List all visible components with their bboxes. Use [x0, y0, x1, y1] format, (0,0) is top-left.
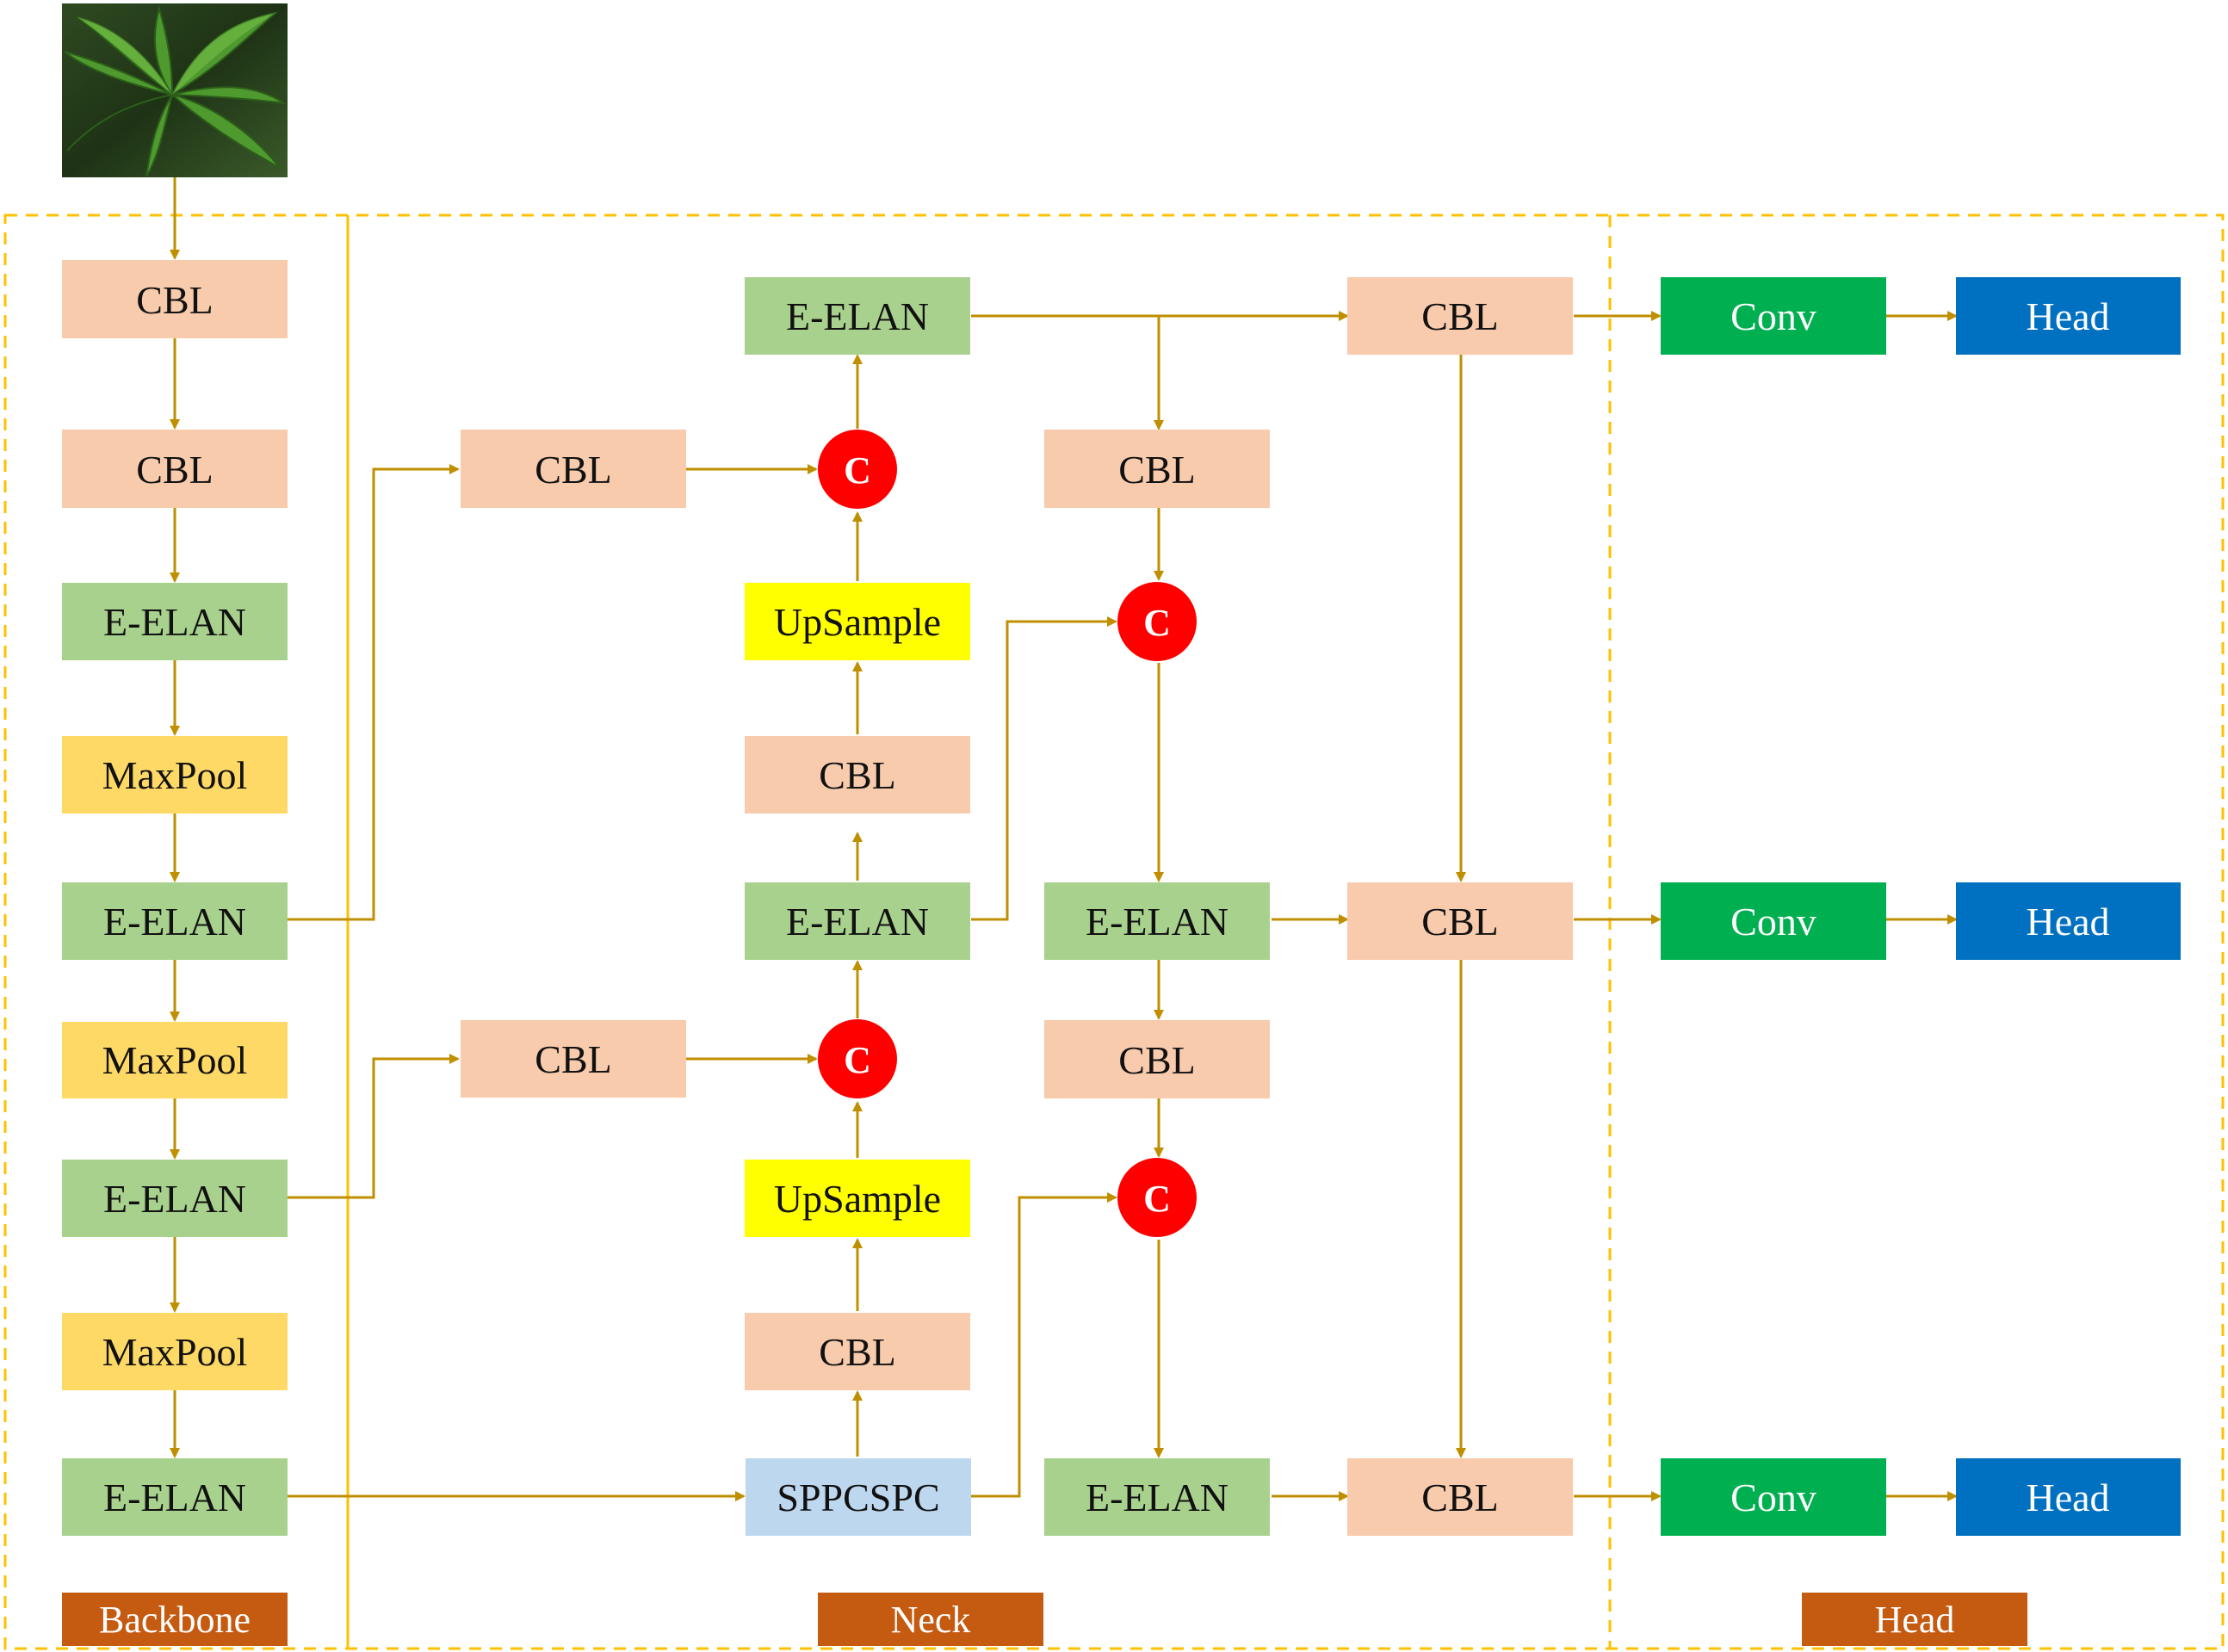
neck-section-label-text: Neck: [891, 1599, 971, 1641]
head-output-3-label: Head: [2026, 1476, 2109, 1519]
concat-node-3-label: C: [844, 1039, 871, 1081]
neck-eelan-mid: E-ELAN: [745, 882, 970, 960]
backbone-cbl-1: CBL: [62, 260, 288, 338]
backbone-eelan-3: E-ELAN: [62, 1160, 288, 1237]
neck-cbl-up-2: CBL: [745, 1313, 970, 1390]
head-conv-1-label: Conv: [1730, 294, 1816, 338]
neck-upsample-2: UpSample: [745, 1160, 970, 1237]
head-conv-1: Conv: [1661, 277, 1886, 355]
neck-cbl-lateral-1: CBL: [461, 430, 686, 508]
neck-eelan-right-2-label: E-ELAN: [1086, 1476, 1228, 1519]
backbone-eelan-2-label: E-ELAN: [103, 900, 246, 944]
neck-cbl-out-1: CBL: [1347, 277, 1573, 355]
concat-node-1: C: [818, 430, 897, 509]
neck-cbl-out-2: CBL: [1347, 882, 1573, 960]
backbone-maxpool-3-label: MaxPool: [102, 1330, 248, 1374]
neck-sppcspc: SPPCSPC: [746, 1458, 971, 1536]
neck-eelan-mid-label: E-ELAN: [786, 900, 929, 944]
backbone-section-label: Backbone: [62, 1593, 288, 1646]
backbone-eelan-2: E-ELAN: [62, 882, 288, 960]
outer-dashed-border: [3, 213, 2225, 1650]
neck-sppcspc-label: SPPCSPC: [777, 1476, 939, 1519]
neck-cbl-lateral-1-label: CBL: [535, 448, 611, 492]
section-borders: [3, 213, 2225, 1650]
neck-eelan-top: E-ELAN: [745, 277, 970, 355]
head-output-1-label: Head: [2026, 294, 2109, 338]
head-output-2-label: Head: [2026, 900, 2109, 944]
head-section-label: Head: [1802, 1593, 2027, 1646]
head-conv-3-label: Conv: [1730, 1476, 1816, 1519]
head-conv-2-label: Conv: [1730, 900, 1816, 944]
backbone-cbl-1-label: CBL: [136, 278, 213, 322]
concat-node-1-label: C: [844, 449, 871, 492]
neck-cbl-out-3-label: CBL: [1421, 1476, 1498, 1519]
neck-cbl-right-1-label: CBL: [1118, 448, 1195, 492]
neck-cbl-right-2: CBL: [1044, 1020, 1270, 1098]
neck-eelan-right-2: E-ELAN: [1044, 1458, 1270, 1536]
neck-cbl-lateral-2-label: CBL: [535, 1037, 611, 1081]
backbone-maxpool-1-label: MaxPool: [102, 753, 248, 797]
input-leaf-image: [62, 3, 288, 177]
neck-topdown-blocks: E-ELAN UpSample CBL E-ELAN UpSample CBL …: [745, 277, 971, 1536]
backbone-eelan-3-label: E-ELAN: [103, 1177, 246, 1221]
neck-eelan-right-1: E-ELAN: [1044, 882, 1270, 960]
backbone-eelan-4-label: E-ELAN: [103, 1476, 246, 1519]
head-section-label-text: Head: [1875, 1599, 1955, 1641]
neck-bottomup-blocks: CBL E-ELAN CBL E-ELAN: [1044, 430, 1270, 1536]
backbone-blocks: CBL CBL E-ELAN MaxPool E-ELAN MaxPool E-…: [62, 260, 288, 1536]
connectors: [170, 177, 1958, 1501]
neck-cbl-up-1: CBL: [745, 736, 970, 814]
backbone-eelan-1: E-ELAN: [62, 583, 288, 660]
head-output-2: Head: [1956, 882, 2181, 960]
concat-node-4: C: [1117, 1158, 1197, 1237]
backbone-cbl-2: CBL: [62, 430, 288, 508]
head-output-1: Head: [1956, 277, 2181, 355]
neck-eelan-right-1-label: E-ELAN: [1086, 900, 1228, 944]
concat-nodes: C C C C: [818, 430, 1197, 1237]
head-blocks: Conv Conv Conv Head Head Head: [1661, 277, 2181, 1536]
neck-cbl-up-2-label: CBL: [819, 1330, 895, 1374]
backbone-maxpool-2: MaxPool: [62, 1022, 288, 1098]
concat-node-4-label: C: [1143, 1178, 1171, 1220]
backbone-eelan-4: E-ELAN: [62, 1458, 288, 1536]
section-labels: Backbone Neck Head: [62, 1593, 2027, 1646]
neck-cbl-lateral-2: CBL: [461, 1020, 686, 1098]
concat-node-2: C: [1117, 582, 1197, 661]
backbone-maxpool-2-label: MaxPool: [102, 1038, 248, 1082]
neck-upsample-1-label: UpSample: [774, 600, 941, 644]
concat-node-2-label: C: [1143, 602, 1171, 644]
neck-section-label: Neck: [818, 1593, 1043, 1646]
backbone-section-label-text: Backbone: [99, 1599, 251, 1641]
head-conv-3: Conv: [1661, 1458, 1886, 1536]
neck-cbl-up-1-label: CBL: [819, 753, 895, 797]
head-output-3: Head: [1956, 1458, 2181, 1536]
neck-output-blocks: CBL CBL CBL: [1347, 277, 1573, 1536]
neck-cbl-right-1: CBL: [1044, 430, 1270, 508]
neck-lateral-blocks: CBL CBL: [461, 430, 686, 1098]
neck-cbl-out-2-label: CBL: [1421, 900, 1498, 944]
backbone-eelan-1-label: E-ELAN: [103, 600, 246, 644]
backbone-maxpool-3: MaxPool: [62, 1313, 288, 1390]
backbone-maxpool-1: MaxPool: [62, 736, 288, 814]
neck-upsample-2-label: UpSample: [774, 1177, 941, 1221]
neck-cbl-out-3: CBL: [1347, 1458, 1573, 1536]
concat-node-3: C: [818, 1019, 897, 1098]
head-conv-2: Conv: [1661, 882, 1886, 960]
backbone-cbl-2-label: CBL: [136, 448, 213, 492]
neck-cbl-right-2-label: CBL: [1118, 1038, 1195, 1082]
neck-eelan-top-label: E-ELAN: [786, 294, 929, 338]
neck-cbl-out-1-label: CBL: [1421, 294, 1498, 338]
neck-upsample-1: UpSample: [745, 583, 970, 660]
